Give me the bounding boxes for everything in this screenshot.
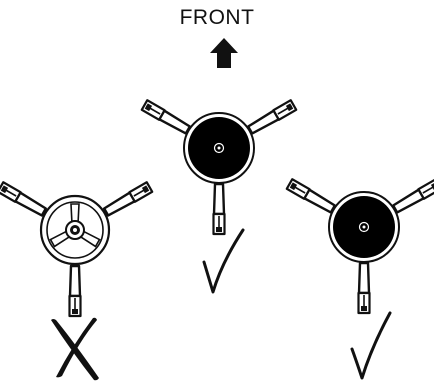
- up-arrow-icon: [210, 38, 238, 68]
- check-mark-icon: [350, 311, 392, 380]
- tripod-right: [285, 178, 434, 315]
- tripod-left: [0, 181, 154, 318]
- check-mark-icon: [202, 228, 245, 294]
- cross-mark-icon: [51, 317, 99, 381]
- tripod-center: [140, 99, 298, 236]
- front-label: FRONT: [179, 6, 255, 29]
